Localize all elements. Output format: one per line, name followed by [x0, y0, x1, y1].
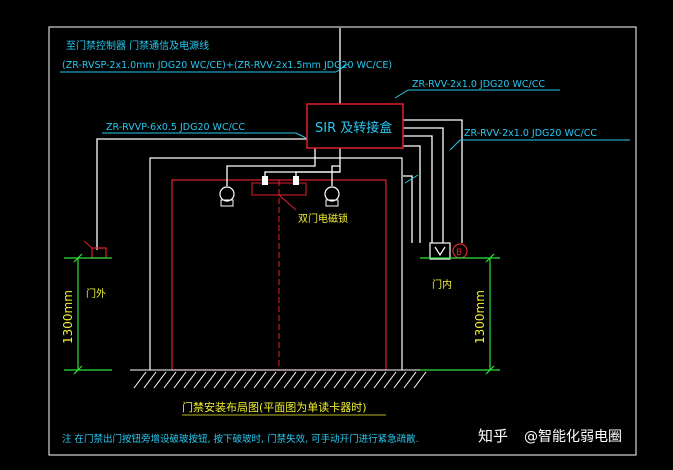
wire-sensor-left — [226, 148, 316, 186]
lock-leader — [278, 194, 297, 211]
watermark-author: @智能化弱电圈 — [524, 429, 622, 445]
outside-label: 门外 — [86, 287, 106, 300]
lock-terminal-icon — [262, 176, 268, 185]
wire-inside-b — [403, 145, 421, 243]
floor-hatch — [130, 369, 427, 389]
cable-rvv-right-label: ZR-RVV-2x1.0 JDG20 WC/CC — [464, 128, 597, 139]
cable-leaders — [60, 63, 630, 184]
wire-inside-c — [403, 175, 413, 243]
wire-inside-a — [403, 135, 433, 243]
dimension-left — [64, 253, 112, 375]
height-left-label: 1300mm — [61, 290, 75, 344]
height-right-label: 1300mm — [473, 290, 487, 344]
watermark-site: 知乎 — [478, 427, 508, 445]
door-sensor-icon — [219, 186, 235, 207]
wire-outside-reader — [96, 138, 307, 250]
diagram-title: 门禁安装布局图(平面图为单读卡器时) — [182, 400, 367, 414]
inside-label: 门内 — [432, 278, 452, 291]
card-reader-icon — [83, 240, 107, 259]
lock-terminal-icon — [293, 176, 299, 185]
wire-lock-left — [264, 171, 340, 184]
cable-rvv-top-label: ZR-RVV-2x1.0 JDG20 WC/CC — [412, 79, 545, 90]
junction-box-label: SIR 及转接盒 — [315, 120, 392, 136]
drawing-frame — [48, 26, 637, 456]
wire-sensor-right — [331, 165, 340, 186]
dimension-right — [420, 253, 500, 375]
footnote: 注 在门禁出门按钮旁增设破玻按钮, 按下破玻时, 门禁失效, 可手动开门进行紧急… — [62, 433, 419, 445]
double-lock-label: 双门电磁锁 — [298, 212, 348, 225]
wire-break-glass — [403, 119, 463, 243]
double-door — [171, 179, 387, 371]
controller-cable-spec: (ZR-RVSP-2x1.0mm JDG20 WC/CE)+(ZR-RVV-2x… — [62, 60, 392, 71]
door-sensor-icon — [324, 186, 340, 207]
exit-button-icon — [429, 242, 451, 260]
controller-label: 至门禁控制器 门禁通信及电源线 — [66, 39, 209, 52]
break-glass-icon: B — [452, 243, 468, 259]
wire-exit-button — [403, 127, 444, 243]
cable-rvvp-label: ZR-RVVP-6x0.5 JDG20 WC/CC — [106, 122, 245, 133]
wiring — [96, 28, 463, 250]
sir-junction-box — [306, 103, 404, 149]
svg-text:B: B — [456, 248, 462, 258]
door-frame — [149, 157, 403, 370]
